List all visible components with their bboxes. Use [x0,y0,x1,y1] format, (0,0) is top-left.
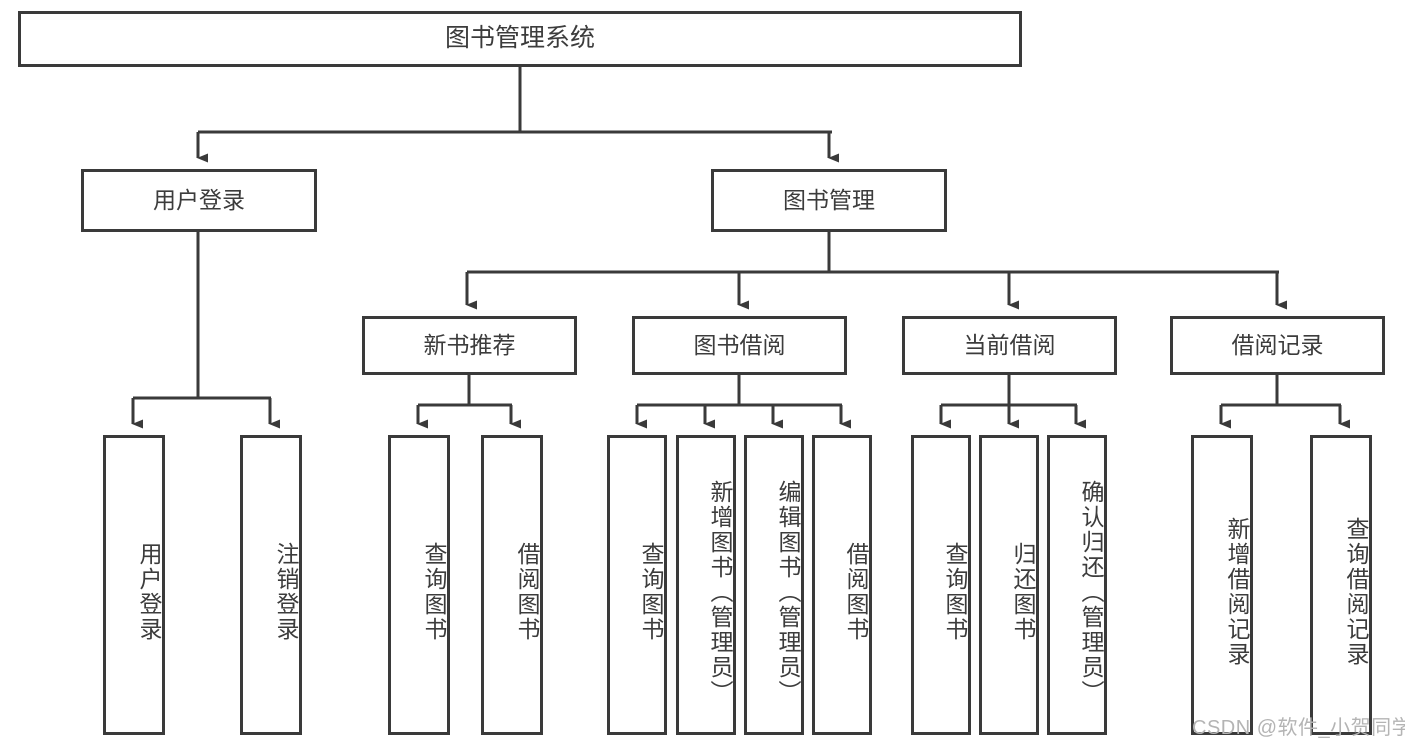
node-leaf-query-book-borrow[interactable]: 查询图书 [607,435,667,735]
node-label: 查询借阅记录 [1343,517,1369,667]
node-label: 借阅图书 [514,542,540,642]
node-label: 借阅记录 [1231,331,1324,358]
csdn-watermark: CSDN @软件_小贺同学 [1192,717,1405,739]
node-label: 归还图书 [1010,542,1036,642]
node-label: 查询图书 [942,542,968,642]
node-label: 注销登录 [273,542,299,642]
node-label: 新增图书（管理员） [707,479,733,705]
node-leaf-add-book-admin[interactable]: 新增图书（管理员） [676,435,736,735]
node-leaf-query-borrow-record[interactable]: 查询借阅记录 [1310,435,1372,735]
node-leaf-borrow-book[interactable]: 借阅图书 [812,435,872,735]
node-book-management[interactable]: 图书管理 [711,169,947,232]
node-leaf-return-book[interactable]: 归还图书 [979,435,1039,735]
node-label: 图书管理系统 [444,24,595,53]
node-label: 借阅图书 [843,542,869,642]
edges-current-borrow-to-leaves [939,375,1086,429]
node-label: 编辑图书（管理员） [775,479,801,705]
node-current-borrow[interactable]: 当前借阅 [902,316,1117,375]
node-new-book-recommend[interactable]: 新书推荐 [362,316,577,375]
node-label: 新增借阅记录 [1224,517,1250,667]
node-leaf-user-login[interactable]: 用户登录 [103,435,165,735]
edges-user-login-to-leaves [131,232,280,429]
node-label: 图书管理 [783,186,875,213]
node-label: 用户登录 [136,542,162,642]
node-label: 查询图书 [421,542,447,642]
node-label: 查询图书 [638,542,664,642]
node-user-login[interactable]: 用户登录 [81,169,317,232]
node-leaf-borrow-book-recommend[interactable]: 借阅图书 [481,435,543,735]
node-root-book-management-system[interactable]: 图书管理系统 [18,11,1022,67]
node-leaf-query-book-current[interactable]: 查询图书 [911,435,971,735]
edges-book-borrow-to-leaves [635,375,851,429]
node-label: 新书推荐 [423,331,516,358]
node-borrow-record[interactable]: 借阅记录 [1170,316,1385,375]
node-leaf-add-borrow-record[interactable]: 新增借阅记录 [1191,435,1253,735]
node-book-borrow[interactable]: 图书借阅 [632,316,847,375]
node-label: 图书借阅 [693,331,786,358]
edges-root-to-level2 [196,67,839,163]
node-label: 当前借阅 [963,331,1056,358]
node-leaf-logout-login[interactable]: 注销登录 [240,435,302,735]
node-leaf-query-book-recommend[interactable]: 查询图书 [388,435,450,735]
node-label: 确认归还（管理员） [1078,479,1104,705]
node-leaf-edit-book-admin[interactable]: 编辑图书（管理员） [744,435,804,735]
node-label: 用户登录 [153,186,245,213]
node-leaf-confirm-return-admin[interactable]: 确认归还（管理员） [1047,435,1107,735]
edges-borrow-record-to-leaves [1219,375,1350,429]
edges-new-book-recommend-to-leaves [416,375,521,429]
edges-book-management-to-level3 [465,232,1287,310]
